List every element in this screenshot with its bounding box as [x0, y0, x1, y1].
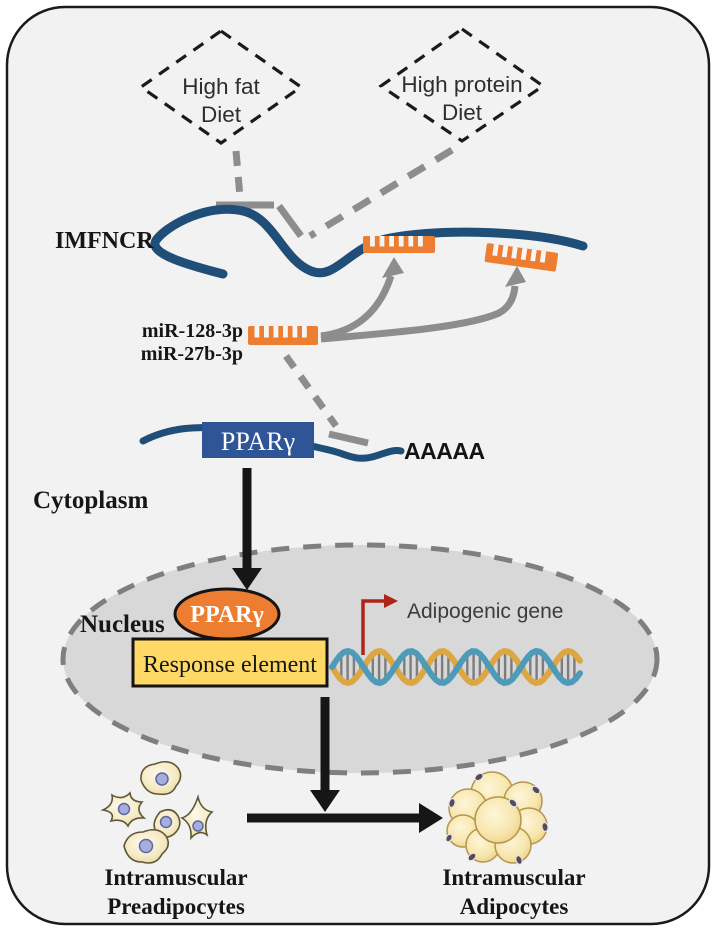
nucleus-label: Nucleus — [80, 611, 165, 638]
mirna-inhibition-tbar — [328, 430, 369, 447]
high-fat-diamond: High fat Diet — [138, 29, 304, 145]
differentiation-arrow — [247, 803, 443, 833]
dna-helix — [329, 647, 583, 687]
pparg-mrna-curve — [139, 424, 405, 462]
hfd-inhibition-stem — [232, 150, 244, 198]
adipocyte-nuclei — [445, 772, 549, 865]
mir-27b-label: miR-27b-3p — [141, 343, 243, 365]
high-protein-label-line1: High protein — [401, 72, 522, 97]
mirna-binding-site-2 — [484, 243, 559, 272]
pparg-protein-ellipse: PPARγ — [173, 587, 281, 641]
preadipocytes-label-line1: Intramuscular — [104, 865, 247, 890]
preadipocyte-nuclei — [117, 772, 204, 854]
mirna-inhibition-connector — [283, 353, 369, 447]
adipocytes-illustration — [445, 771, 549, 865]
adipocytes-label: Intramuscular Adipocytes — [442, 865, 585, 919]
adipocytes-label-line1: Intramuscular — [442, 865, 585, 890]
adipocyte-cell — [474, 796, 522, 844]
pparg-mrna-label: PPARγ — [221, 427, 295, 456]
preadipocytes-illustration — [100, 760, 214, 864]
cytoplasm-label: Cytoplasm — [33, 487, 148, 514]
binding-site-2-teeth — [492, 243, 547, 263]
translation-arrow — [232, 468, 262, 590]
response-element-box: Response element — [131, 637, 329, 688]
high-fat-label-line1: High fat — [182, 74, 260, 99]
adipogenic-gene-label: Adipogenic gene — [407, 600, 563, 623]
transcription-arrow-head — [384, 594, 398, 608]
hpd-inhibition-stem — [308, 147, 454, 239]
mirna-binding-arrow-1 — [320, 257, 404, 340]
binding-arrow-2-shaft — [320, 285, 519, 343]
pparg-protein-label: PPARγ — [190, 602, 263, 628]
binding-arrow-2-head — [505, 266, 526, 287]
binding-arrow-1-head — [382, 257, 404, 278]
mirna-comb-teeth — [254, 326, 307, 338]
hpd-inhibition-tbar — [276, 203, 304, 239]
high-protein-label-line2: Diet — [442, 100, 483, 125]
high-protein-diamond: High protein Diet — [378, 27, 546, 143]
differentiation-arrow-head — [419, 803, 443, 833]
high-fat-diamond-outline — [138, 29, 304, 145]
preadipocyte-cell — [180, 794, 214, 841]
high-protein-diamond-outline — [378, 27, 546, 143]
hpd-inhibition-connector — [276, 147, 454, 239]
response-element-label: Response element — [143, 652, 317, 678]
translation-arrow-head — [232, 568, 262, 590]
high-fat-label-line2: Diet — [201, 102, 242, 127]
expression-arrow-head — [310, 790, 340, 812]
transcription-arrow-stem — [361, 599, 384, 655]
mir-128-label: miR-128-3p — [142, 320, 243, 342]
mirna-binding-arrow-2 — [320, 266, 526, 343]
diagram-border — [5, 5, 711, 926]
pparg-mrna-box: PPARγ — [202, 422, 314, 458]
preadipocytes-label: Intramuscular Preadipocytes — [104, 865, 247, 919]
mirna-duplex-icon — [248, 326, 318, 345]
response-element-rect — [131, 637, 329, 688]
mirna-binding-site-1 — [363, 236, 435, 253]
binding-site-1-teeth — [370, 236, 423, 247]
imfncr-label: IMFNCR — [55, 228, 154, 254]
binding-arrow-1-shaft — [320, 274, 395, 340]
poly-a-label: AAAAA — [404, 438, 485, 464]
adipocytes-label-line2: Adipocytes — [460, 894, 569, 919]
transcription-start-arrow — [361, 594, 398, 655]
preadipocytes-label-line2: Preadipocytes — [107, 894, 245, 919]
expression-arrow — [310, 697, 340, 812]
pparg-mrna-rect — [202, 422, 314, 458]
imfncr-lncrna-curve — [150, 204, 588, 279]
